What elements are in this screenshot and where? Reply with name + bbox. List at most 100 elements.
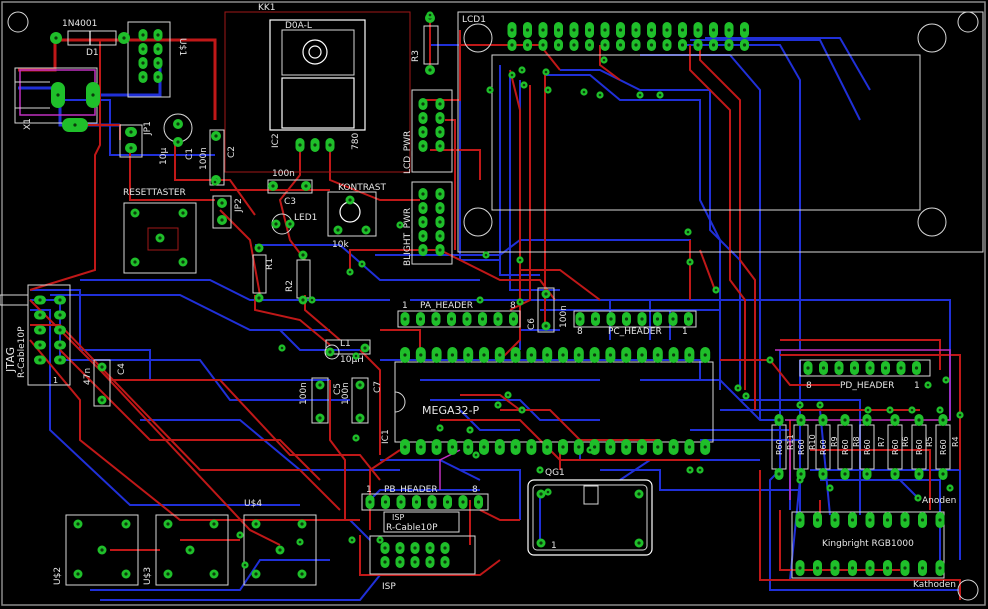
svg-text:R8: R8 — [852, 436, 861, 447]
svg-text:LCD_PWR: LCD_PWR — [403, 131, 413, 174]
svg-text:8: 8 — [472, 485, 478, 495]
svg-text:JP1: JP1 — [143, 121, 153, 136]
svg-text:U$2: U$2 — [53, 567, 63, 585]
svg-text:U$3: U$3 — [143, 567, 153, 585]
svg-text:8: 8 — [806, 381, 812, 391]
jp1-jumper: JP1 — [119, 121, 153, 158]
c6-capacitor: 100n C6 — [527, 287, 569, 333]
blight-pwr-jumper: BLIGHT_PWR — [403, 181, 453, 266]
svg-text:1: 1 — [402, 301, 408, 311]
svg-text:D1: D1 — [86, 48, 99, 58]
us4-button: U$4 — [243, 499, 317, 586]
reset-button: RESETTASTER — [123, 188, 197, 274]
svg-text:R4: R4 — [951, 436, 960, 447]
svg-text:1: 1 — [682, 327, 688, 337]
svg-text:Kingbright RGB1000: Kingbright RGB1000 — [822, 539, 914, 549]
us3-button: U$3 — [143, 514, 229, 586]
svg-text:IC1: IC1 — [381, 429, 391, 444]
svg-text:KK1: KK1 — [258, 3, 276, 13]
svg-text:1: 1 — [366, 485, 372, 495]
svg-text:U$1: U$1 — [177, 38, 187, 56]
kk1-heatsink: D0A-L KK1 IC2 780 — [224, 3, 411, 173]
pb-header: PB_HEADER 1 8 — [361, 485, 489, 511]
kontrast-potentiometer: KONTRAST 10k — [327, 183, 386, 250]
svg-text:C5: C5 — [333, 383, 343, 395]
svg-text:LED1: LED1 — [294, 213, 317, 223]
c5-capacitor: 100n C5 — [299, 377, 343, 424]
svg-text:C3: C3 — [284, 197, 296, 207]
r1-resistor: R1 — [252, 254, 275, 294]
svg-text:1: 1 — [53, 376, 58, 385]
svg-text:R10: R10 — [808, 434, 817, 450]
svg-text:R11: R11 — [786, 434, 795, 450]
svg-text:R60: R60 — [915, 439, 924, 455]
svg-text:D0A-L: D0A-L — [285, 21, 312, 31]
d1-diode: 1N4001 D1 — [62, 19, 117, 58]
svg-text:IC2: IC2 — [271, 133, 281, 148]
svg-text:JTAG: JTAG — [4, 347, 17, 373]
svg-text:Anoden: Anoden — [922, 496, 956, 506]
svg-text:C1: C1 — [185, 148, 195, 160]
svg-text:R60: R60 — [891, 439, 900, 455]
svg-text:L1: L1 — [340, 339, 351, 349]
pa-header: PA_HEADER 1 8 — [397, 301, 521, 328]
svg-text:U$4: U$4 — [244, 499, 262, 509]
r2-resistor: R2 — [285, 259, 311, 299]
isp-header: R-Cable10P ISP ISP — [369, 511, 476, 592]
svg-text:C2: C2 — [227, 146, 237, 158]
svg-text:100n: 100n — [341, 382, 351, 405]
svg-text:PB_HEADER: PB_HEADER — [384, 485, 438, 495]
c7-capacitor: 100n C7 — [341, 377, 383, 424]
svg-text:100n: 100n — [199, 147, 209, 170]
svg-text:X1: X1 — [23, 118, 33, 130]
svg-text:QG1: QG1 — [545, 468, 565, 478]
component-pads — [34, 13, 948, 579]
svg-text:8: 8 — [510, 301, 516, 311]
svg-text:10k: 10k — [332, 240, 349, 250]
svg-text:10µH: 10µH — [340, 355, 364, 365]
svg-text:8: 8 — [577, 327, 583, 337]
svg-text:LCD1: LCD1 — [462, 15, 486, 25]
mounting-holes — [7, 11, 979, 601]
svg-text:MEGA32-P: MEGA32-P — [422, 404, 479, 417]
pd-header: PD_HEADER 8 1 — [799, 359, 931, 391]
us1-bridge: U$1 — [127, 21, 187, 98]
svg-text:KONTRAST: KONTRAST — [338, 183, 386, 193]
svg-text:Kathoden: Kathoden — [913, 580, 956, 590]
lcd-pwr-jumper: LCD_PWR — [403, 89, 453, 174]
svg-text:47n: 47n — [83, 368, 93, 385]
jp2-jumper: JP2 — [212, 195, 244, 229]
rgb-matrix: Anoden Kathoden Kingbright RGB1000 — [791, 496, 956, 590]
jtag-header: JTAG R-Cable10P 1 — [0, 284, 71, 386]
svg-text:BLIGHT_PWR: BLIGHT_PWR — [403, 208, 413, 266]
svg-text:R-Cable10P: R-Cable10P — [386, 523, 438, 533]
c3-capacitor: 100n C3 — [267, 169, 313, 207]
svg-text:C4: C4 — [117, 363, 127, 375]
qg1-oscillator: QG1 1 — [527, 468, 653, 556]
svg-text:780: 780 — [351, 133, 361, 150]
svg-text:PA_HEADER: PA_HEADER — [420, 301, 473, 311]
svg-text:100n: 100n — [272, 169, 295, 179]
svg-text:R6: R6 — [901, 436, 910, 447]
svg-text:R60: R60 — [863, 439, 872, 455]
svg-text:R60: R60 — [775, 439, 784, 455]
svg-text:C6: C6 — [527, 318, 537, 330]
c4-capacitor: 47n C4 — [83, 359, 127, 407]
svg-text:R9: R9 — [830, 436, 839, 447]
svg-text:1N4001: 1N4001 — [62, 19, 97, 29]
svg-text:1: 1 — [551, 541, 557, 551]
svg-text:R3: R3 — [411, 50, 421, 62]
pc-header: PC_HEADER 8 1 — [573, 310, 697, 337]
svg-text:R-Cable10P: R-Cable10P — [17, 326, 27, 378]
svg-text:100n: 100n — [559, 305, 569, 328]
svg-text:R5: R5 — [925, 436, 934, 447]
svg-text:PC_HEADER: PC_HEADER — [608, 327, 662, 337]
svg-text:R7: R7 — [877, 436, 886, 447]
r3-resistor: R3 — [411, 25, 439, 65]
svg-text:ISP: ISP — [392, 513, 404, 522]
svg-text:RESETTASTER: RESETTASTER — [123, 188, 186, 198]
svg-text:R2: R2 — [285, 280, 295, 292]
svg-text:R60: R60 — [939, 439, 948, 455]
svg-text:R60: R60 — [797, 439, 806, 455]
